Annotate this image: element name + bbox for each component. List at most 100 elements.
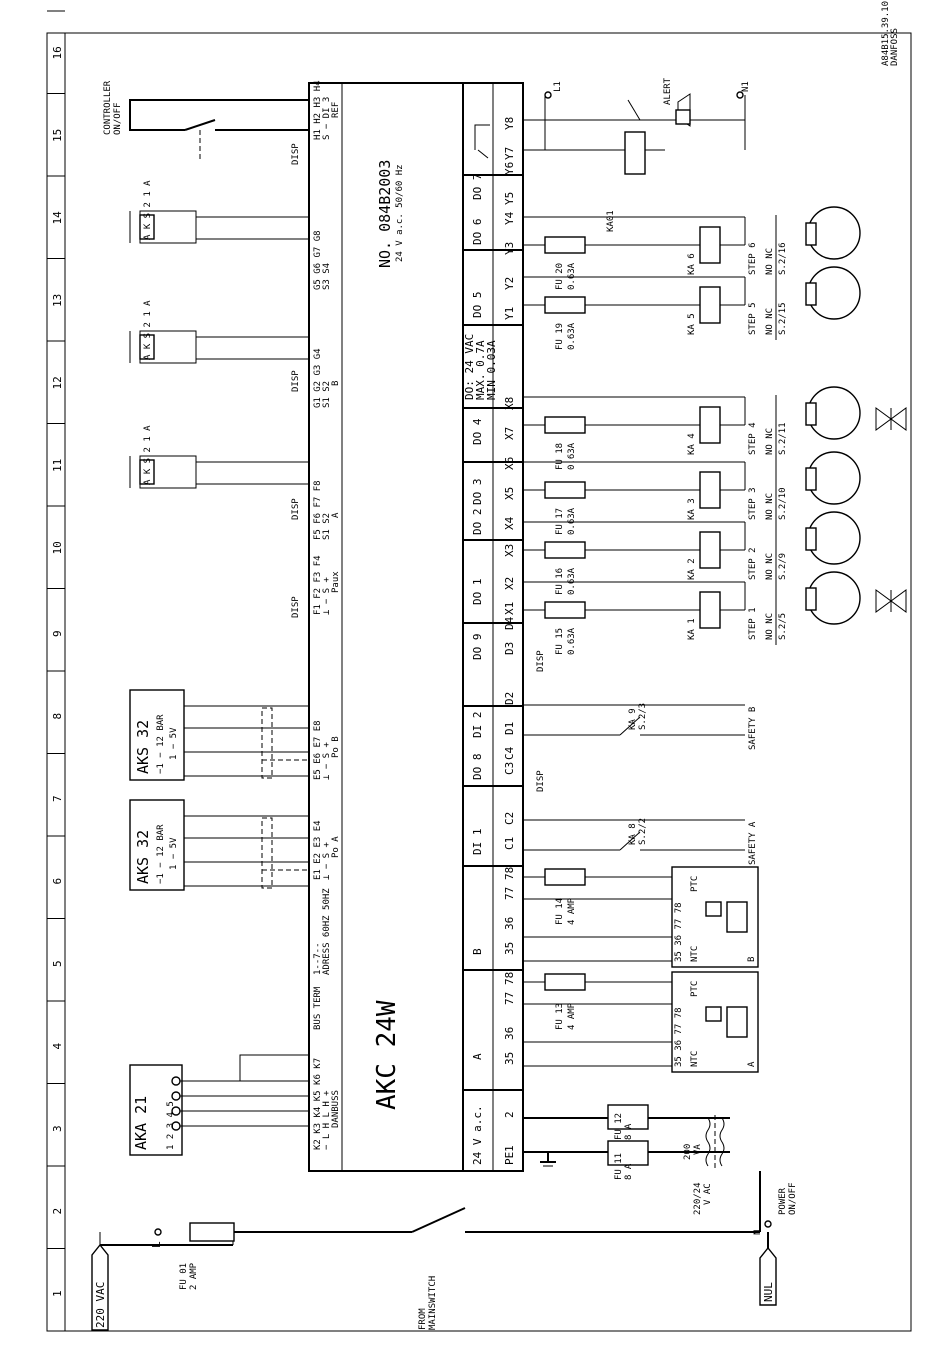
step-relay: KA 4 bbox=[687, 433, 697, 455]
fu12-label: FU 12 bbox=[614, 1113, 624, 1140]
pin-label: X2 bbox=[503, 577, 516, 590]
supply-in-tag: 220 VAC bbox=[94, 1282, 107, 1328]
grid-number: 5 bbox=[51, 960, 64, 967]
mp-pins: 35 36 77 78 bbox=[674, 1007, 684, 1067]
pin-label: 77 bbox=[503, 992, 516, 1005]
aks32-a-out: 1 − 5V bbox=[169, 837, 179, 870]
safety-ref: S.2/2 bbox=[638, 818, 648, 845]
alarm-n1: N1 bbox=[741, 81, 751, 92]
aks32-b-out: 1 − 5V bbox=[169, 727, 179, 760]
relay-coil bbox=[699, 591, 721, 629]
transformer-coil bbox=[719, 1117, 725, 1167]
step-stub bbox=[805, 222, 817, 246]
safety-ref: S.2/3 bbox=[638, 703, 648, 730]
relay-coil bbox=[699, 226, 721, 264]
fuse-fu12 bbox=[607, 1104, 649, 1130]
aks32-b: AKS 32 bbox=[134, 720, 152, 774]
do-spec-text: DO: 24 VAC bbox=[463, 334, 476, 400]
terminal-pins: BUS TERM bbox=[313, 986, 323, 1030]
pin-label: PE bbox=[503, 1152, 516, 1165]
step-nonc: NO NC bbox=[765, 308, 775, 335]
step-label: STEP 5 bbox=[748, 302, 758, 335]
terminal-pins: H1 H2 H3 H4 bbox=[313, 80, 323, 140]
step-relay: KA 2 bbox=[687, 558, 697, 580]
step-fuse-rating: 0.63A bbox=[567, 322, 577, 350]
terminal-group: Paux bbox=[331, 571, 341, 593]
pin-label: Y2 bbox=[503, 277, 516, 290]
step-label: STEP 3 bbox=[748, 487, 758, 520]
fu12-rating: 8 A bbox=[624, 1123, 634, 1140]
pin-label: X8 bbox=[503, 397, 516, 410]
step-fuse-label: FU 20 bbox=[555, 263, 565, 290]
terminal-pins: F1 F2 F3 F4 bbox=[313, 555, 323, 615]
block-label: DO 3 bbox=[471, 479, 484, 506]
disp-label: DISP bbox=[291, 143, 301, 165]
fuse-fu13 bbox=[544, 973, 586, 991]
probe-label: A K S 2 1 A bbox=[143, 300, 153, 360]
terminal-group: B bbox=[331, 381, 341, 386]
wire bbox=[411, 1207, 466, 1233]
aks32-b-range: −1 − 12 BAR bbox=[156, 714, 166, 774]
pin-label: X6 bbox=[503, 457, 516, 470]
mp-coil bbox=[726, 1006, 748, 1038]
mp-pins: 35 36 77 78 bbox=[674, 902, 684, 962]
supply-tag bbox=[91, 1243, 109, 1331]
pin-label: Y8 bbox=[503, 117, 516, 130]
aka21-terminal bbox=[171, 1076, 181, 1086]
fuse-fu01-rating: 2 AMP bbox=[189, 1262, 199, 1290]
do-spec-text: MAX. 0.7A bbox=[474, 340, 487, 400]
step-stub bbox=[805, 282, 817, 306]
terminal-pins: K2 K3 K4 K5 K6 K7 bbox=[313, 1058, 323, 1150]
pin-label: 2 bbox=[503, 1111, 516, 1118]
mp-ptc: PTC bbox=[690, 876, 700, 892]
terminal-l bbox=[154, 1228, 162, 1236]
l1-terminal bbox=[544, 91, 552, 99]
transformer-va: VA bbox=[693, 1144, 703, 1155]
block-label: DO 1 bbox=[471, 579, 484, 606]
disp-label: DISP bbox=[536, 770, 546, 792]
mp-fuse-label: FU 13 bbox=[555, 1003, 565, 1030]
mp-relay bbox=[705, 901, 722, 917]
fu11-label: FU 11 bbox=[614, 1153, 624, 1180]
terminal-pins: 1--7-- bbox=[313, 942, 323, 975]
grid-number: 15 bbox=[51, 129, 64, 142]
probe-body bbox=[139, 210, 197, 244]
pin-label: C4 bbox=[503, 746, 516, 760]
terminal-sub: ADRESS 60HZ 50HZ bbox=[322, 888, 332, 975]
block-label: DO 9 bbox=[471, 634, 484, 661]
transformer-label: V AC bbox=[703, 1183, 713, 1205]
power-label: ON/OFF bbox=[788, 1182, 798, 1215]
aks32-transducer bbox=[129, 689, 185, 781]
step-ref: S.2/15 bbox=[778, 302, 788, 335]
step-fuse-rating: 0.63A bbox=[567, 507, 577, 535]
step-relay: KA 3 bbox=[687, 498, 697, 520]
supply-l-label: L bbox=[150, 1241, 163, 1248]
n1-terminal bbox=[736, 91, 744, 99]
step-fuse-label: FU 15 bbox=[555, 628, 565, 655]
mp-coil bbox=[726, 901, 748, 933]
nul-tag bbox=[759, 1246, 777, 1306]
pin-label: Y1 bbox=[503, 307, 516, 320]
terminal-pins: G5 G6 G7 G8 bbox=[313, 230, 323, 290]
pin-label: 36 bbox=[503, 1027, 516, 1040]
grid-number: 3 bbox=[51, 1125, 64, 1132]
terminal-group: Po A bbox=[331, 836, 341, 858]
mp-relay bbox=[705, 1006, 722, 1022]
step-label: STEP 2 bbox=[748, 547, 758, 580]
step-ref: S.2/9 bbox=[778, 553, 788, 580]
pin-label: 35 bbox=[503, 942, 516, 955]
step-stub bbox=[805, 527, 817, 551]
power-label: POWER bbox=[778, 1187, 788, 1215]
mp-ntc: NTC bbox=[690, 1051, 700, 1067]
relay-coil bbox=[699, 406, 721, 444]
pin-label: X7 bbox=[503, 427, 516, 440]
pin-label: 36 bbox=[503, 917, 516, 930]
wire bbox=[619, 831, 641, 851]
shield bbox=[261, 707, 273, 779]
valve-icon bbox=[875, 589, 907, 613]
wire bbox=[619, 716, 641, 736]
pin-label: C2 bbox=[503, 812, 516, 825]
